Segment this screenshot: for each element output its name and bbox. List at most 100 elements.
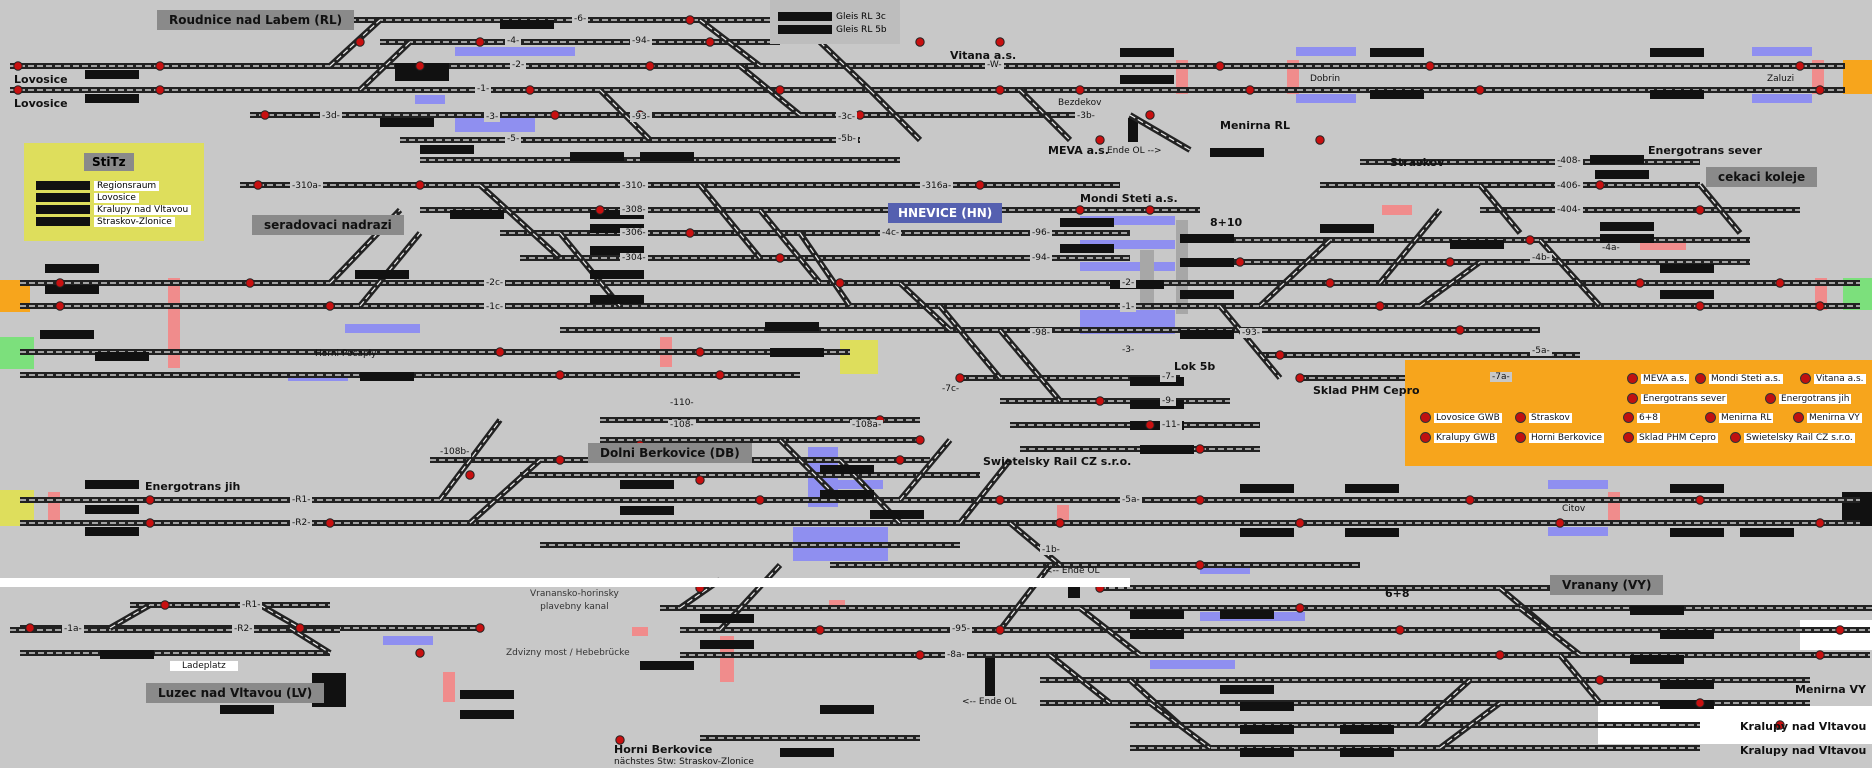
signal-icon[interactable] bbox=[1195, 495, 1205, 505]
signal-icon[interactable] bbox=[1325, 278, 1335, 288]
siding-button[interactable]: Energotrans sever bbox=[1627, 393, 1728, 404]
route-indicator[interactable] bbox=[1660, 630, 1714, 639]
route-indicator[interactable] bbox=[820, 490, 874, 499]
route-indicator[interactable] bbox=[1670, 528, 1724, 537]
signal-icon[interactable] bbox=[1495, 650, 1505, 660]
siding-button[interactable]: Kralupy GWB bbox=[1420, 432, 1498, 443]
route-indicator[interactable] bbox=[1130, 630, 1184, 639]
route-indicator[interactable] bbox=[1140, 445, 1194, 454]
signal-icon[interactable] bbox=[1445, 257, 1455, 267]
signal-icon[interactable] bbox=[325, 301, 335, 311]
signal-icon[interactable] bbox=[995, 85, 1005, 95]
legend-row[interactable]: Kralupy nad Vltavou bbox=[36, 205, 192, 215]
siding-button[interactable]: Sklad PHM Cepro bbox=[1623, 432, 1718, 443]
signal-icon[interactable] bbox=[1595, 675, 1605, 685]
signal-icon[interactable] bbox=[695, 475, 705, 485]
signal-icon[interactable] bbox=[1475, 85, 1485, 95]
signal-icon[interactable] bbox=[1075, 85, 1085, 95]
signal-icon[interactable] bbox=[415, 180, 425, 190]
gleis-row[interactable]: Gleis RL 3c bbox=[778, 12, 886, 22]
signal-icon[interactable] bbox=[615, 735, 625, 745]
signal-icon[interactable] bbox=[915, 37, 925, 47]
siding-button[interactable]: Menirna VY bbox=[1793, 412, 1862, 423]
signal-icon[interactable] bbox=[995, 495, 1005, 505]
signal-icon[interactable] bbox=[550, 110, 560, 120]
route-indicator[interactable] bbox=[1130, 377, 1184, 386]
signal-icon[interactable] bbox=[1775, 720, 1785, 730]
route-indicator[interactable] bbox=[1220, 610, 1274, 619]
route-indicator[interactable] bbox=[1590, 155, 1644, 164]
route-indicator[interactable] bbox=[85, 505, 139, 514]
signal-icon[interactable] bbox=[685, 15, 695, 25]
route-indicator[interactable] bbox=[870, 510, 924, 519]
siding-button[interactable]: Energotrans jih bbox=[1765, 393, 1852, 404]
signal-icon[interactable] bbox=[915, 435, 925, 445]
signal-icon[interactable] bbox=[1425, 61, 1435, 71]
route-indicator[interactable] bbox=[700, 614, 754, 623]
signal-icon[interactable] bbox=[465, 470, 475, 480]
route-indicator[interactable] bbox=[460, 690, 514, 699]
signal-icon[interactable] bbox=[1835, 625, 1845, 635]
signal-icon[interactable] bbox=[1295, 603, 1305, 613]
route-indicator[interactable] bbox=[1345, 484, 1399, 493]
route-indicator[interactable] bbox=[1340, 748, 1394, 757]
route-indicator[interactable] bbox=[95, 352, 149, 361]
signal-icon[interactable] bbox=[895, 455, 905, 465]
route-indicator[interactable] bbox=[1670, 484, 1724, 493]
route-indicator[interactable] bbox=[590, 210, 644, 219]
route-indicator[interactable] bbox=[1660, 680, 1714, 689]
route-indicator[interactable] bbox=[1370, 48, 1424, 57]
route-indicator[interactable] bbox=[1345, 528, 1399, 537]
route-indicator[interactable] bbox=[570, 152, 624, 161]
signal-icon[interactable] bbox=[975, 180, 985, 190]
route-indicator[interactable] bbox=[1210, 148, 1264, 157]
route-indicator[interactable] bbox=[1130, 421, 1184, 430]
route-indicator[interactable] bbox=[1060, 218, 1114, 227]
signal-icon[interactable] bbox=[1145, 420, 1155, 430]
route-indicator[interactable] bbox=[1220, 685, 1274, 694]
route-indicator[interactable] bbox=[1120, 48, 1174, 57]
signal-icon[interactable] bbox=[475, 37, 485, 47]
route-indicator[interactable] bbox=[590, 246, 644, 255]
signal-icon[interactable] bbox=[1815, 85, 1825, 95]
route-indicator[interactable] bbox=[395, 72, 449, 81]
signal-icon[interactable] bbox=[1525, 235, 1535, 245]
signal-icon[interactable] bbox=[995, 625, 1005, 635]
route-indicator[interactable] bbox=[1320, 224, 1374, 233]
siding-button[interactable]: MEVA a.s. bbox=[1627, 373, 1689, 384]
signal-icon[interactable] bbox=[1235, 257, 1245, 267]
signal-icon[interactable] bbox=[1815, 518, 1825, 528]
route-indicator[interactable] bbox=[1660, 264, 1714, 273]
signal-icon[interactable] bbox=[295, 623, 305, 633]
signal-icon[interactable] bbox=[695, 347, 705, 357]
signal-icon[interactable] bbox=[995, 37, 1005, 47]
route-indicator[interactable] bbox=[85, 70, 139, 79]
route-indicator[interactable] bbox=[380, 118, 434, 127]
signal-icon[interactable] bbox=[685, 228, 695, 238]
siding-button[interactable]: Menirna RL bbox=[1705, 412, 1774, 423]
signal-icon[interactable] bbox=[1295, 373, 1305, 383]
route-indicator[interactable] bbox=[820, 705, 874, 714]
route-indicator[interactable] bbox=[1600, 234, 1654, 243]
route-indicator[interactable] bbox=[450, 210, 504, 219]
route-indicator[interactable] bbox=[780, 748, 834, 757]
signal-icon[interactable] bbox=[25, 623, 35, 633]
siding-button[interactable]: Horni Berkovice bbox=[1515, 432, 1605, 443]
signal-icon[interactable] bbox=[475, 623, 485, 633]
signal-icon[interactable] bbox=[415, 61, 425, 71]
signal-icon[interactable] bbox=[13, 61, 23, 71]
route-indicator[interactable] bbox=[820, 465, 874, 474]
route-indicator[interactable] bbox=[1110, 280, 1164, 289]
signal-icon[interactable] bbox=[155, 61, 165, 71]
siding-button[interactable]: Vitana a.s. bbox=[1800, 373, 1866, 384]
route-indicator[interactable] bbox=[1340, 725, 1394, 734]
signal-icon[interactable] bbox=[1815, 301, 1825, 311]
signal-icon[interactable] bbox=[1635, 278, 1645, 288]
route-indicator[interactable] bbox=[45, 285, 99, 294]
signal-icon[interactable] bbox=[1695, 205, 1705, 215]
signal-icon[interactable] bbox=[1815, 650, 1825, 660]
signal-icon[interactable] bbox=[955, 373, 965, 383]
route-indicator[interactable] bbox=[1240, 528, 1294, 537]
route-indicator[interactable] bbox=[1650, 90, 1704, 99]
signal-icon[interactable] bbox=[525, 85, 535, 95]
